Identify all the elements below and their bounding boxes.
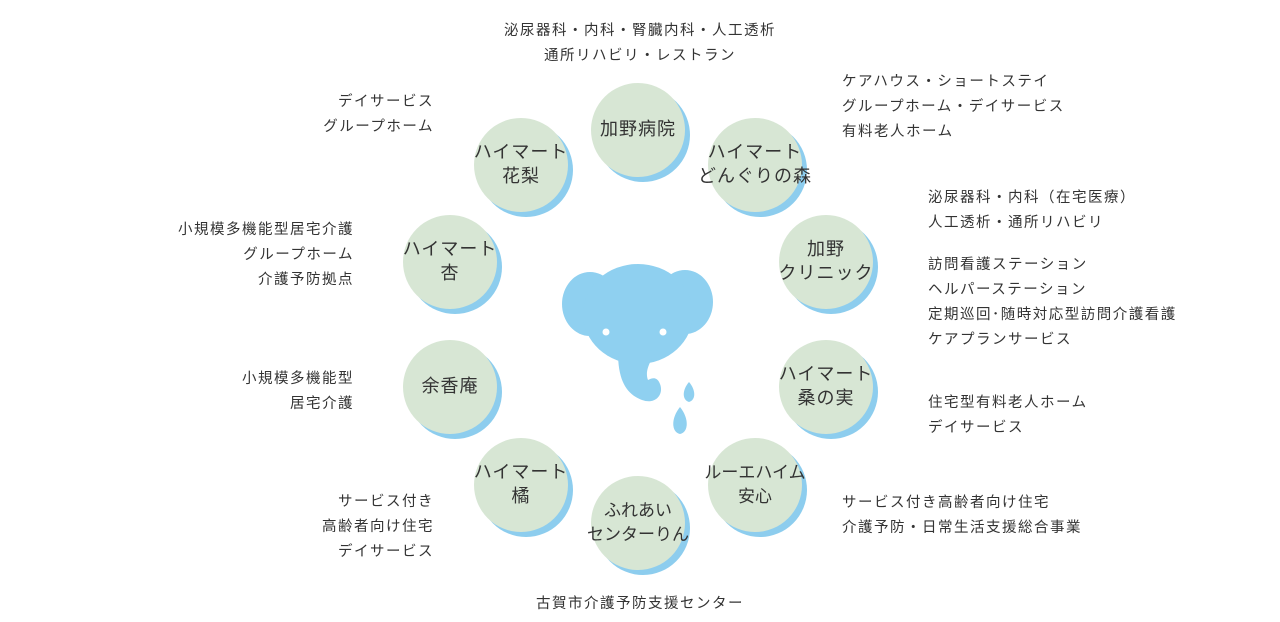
node-himart-tachibana[interactable]: ハイマート 橘 <box>474 438 568 532</box>
node-label: ハイマート 桑の実 <box>778 364 874 409</box>
node-kano-hospital[interactable]: 加野病院 <box>591 83 685 177</box>
node-label: ルーエハイム 安心 <box>704 463 806 507</box>
desc-luehaim-anshin: サービス付き高齢者向け住宅 介護予防・日常生活支援総合事業 <box>842 495 1082 536</box>
node-label: ハイマート 花梨 <box>473 142 569 187</box>
desc-himart-anzu: 小規模多機能型居宅介護 グループホーム 介護予防拠点 <box>178 222 354 288</box>
desc-kano-hospital: 泌尿器科・内科・腎臓内科・人工透析 通所リハビリ・レストラン <box>504 23 776 64</box>
node-himart-donguri[interactable]: ハイマート どんぐりの森 <box>698 118 811 212</box>
node-label: ハイマート どんぐりの森 <box>698 142 812 187</box>
node-himart-kuwanomi[interactable]: ハイマート 桑の実 <box>779 340 873 434</box>
desc-fureai-rin: 古賀市介護予防支援センター <box>536 596 744 612</box>
desc-himart-kuwanomi: 住宅型有料老人ホーム デイサービス <box>928 395 1088 436</box>
desc-yokoan: 小規模多機能型 居宅介護 <box>242 371 354 412</box>
node-himart-hanari[interactable]: ハイマート 花梨 <box>474 118 568 212</box>
node-label: ハイマート 杏 <box>402 239 498 284</box>
desc-kano-clinic-services: 訪問看護ステーション ヘルパーステーション 定期巡回･随時対応型訪問介護看護 ケ… <box>928 257 1177 348</box>
node-kano-clinic[interactable]: 加野 クリニック <box>779 215 873 309</box>
node-label: ふれあい センターりん <box>587 501 689 545</box>
desc-himart-tachibana: サービス付き 高齢者向け住宅 デイサービス <box>322 494 434 560</box>
node-himart-anzu[interactable]: ハイマート 杏 <box>403 215 497 309</box>
node-yokoan[interactable]: 余香庵 <box>403 340 497 434</box>
node-label: 加野病院 <box>600 119 676 140</box>
desc-himart-hanari: デイサービス グループホーム <box>323 94 434 135</box>
node-label: ハイマート 橘 <box>473 462 569 507</box>
elephant-illustration <box>562 264 713 434</box>
node-label: 加野 クリニック <box>778 239 874 284</box>
node-fureai-rin[interactable]: ふれあい センターりん <box>587 476 689 570</box>
desc-kano-clinic-medical: 泌尿器科・内科（在宅医療） 人工透析・通所リハビリ <box>928 190 1136 231</box>
node-label: 余香庵 <box>421 376 479 397</box>
desc-himart-donguri: ケアハウス・ショートステイ グループホーム・デイサービス 有料老人ホーム <box>842 74 1065 140</box>
node-luehaim-anshin[interactable]: ルーエハイム 安心 <box>704 438 806 532</box>
